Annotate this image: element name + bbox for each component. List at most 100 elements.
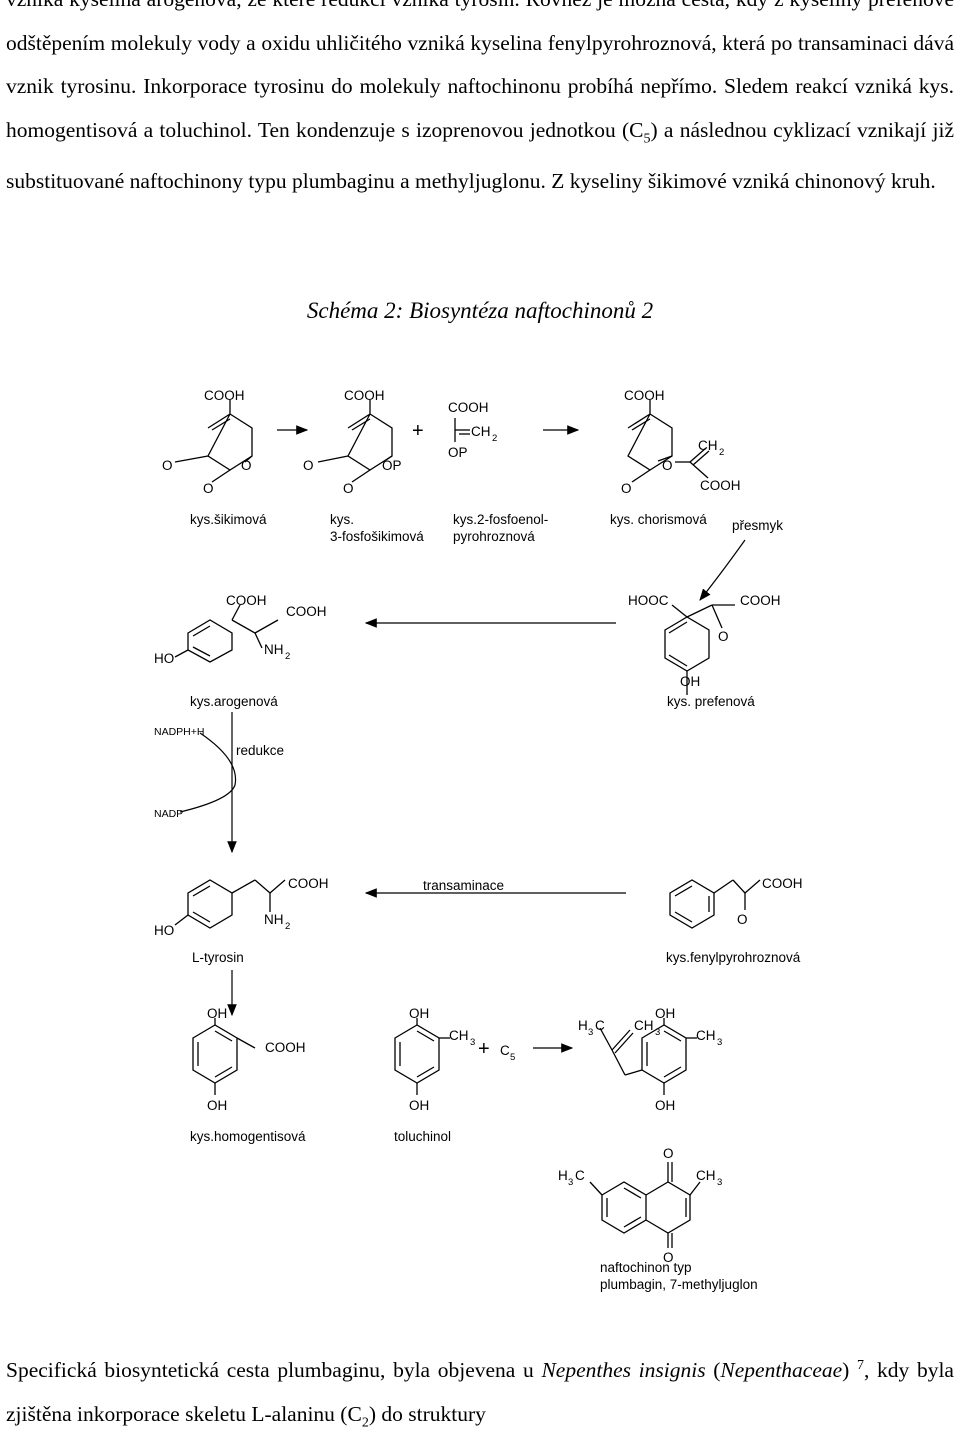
phe-name: kys.fenylpyrohroznová xyxy=(666,950,801,965)
psh-cooh: COOH xyxy=(344,388,385,403)
nq-name-1: naftochinon typ xyxy=(600,1260,692,1275)
pep-structure: COOH CH 2 OP kys.2-fosfoenol- pyrohrozno… xyxy=(448,400,548,544)
bottom-text-3: ) do struktury xyxy=(368,1402,486,1427)
chor-o2: O xyxy=(621,481,632,496)
tq-ch-sub: 3 xyxy=(470,1037,475,1048)
prephenic-structure: HOOC COOH O OH kys. prefenová xyxy=(628,593,781,709)
nq-o1: O xyxy=(663,1146,674,1161)
reference-number: 7 xyxy=(857,1358,864,1373)
aro-nh: NH xyxy=(264,642,284,657)
scheme-caption: Schéma 2: Biosyntéza naftochinonů 2 xyxy=(306,298,654,323)
hga-oh2: OH xyxy=(207,1098,227,1113)
hga-name: kys.homogentisová xyxy=(190,1129,306,1144)
reduction-label: redukce xyxy=(236,743,284,758)
pq-ch2: CH xyxy=(634,1018,654,1033)
tq-ch: CH xyxy=(449,1028,469,1043)
pre-name: kys. prefenová xyxy=(667,694,755,709)
bottom-text-1: Specifická biosyntetická cesta plumbagin… xyxy=(6,1358,542,1383)
aro-name: kys.arogenová xyxy=(190,694,278,709)
c5-sub: 5 xyxy=(510,1052,515,1063)
psh-name-2: 3-fosfošikimová xyxy=(330,529,424,544)
genus-name: Nepenthes insignis xyxy=(541,1358,706,1383)
arrow-rearrangement xyxy=(699,539,746,601)
nq-ch: CH xyxy=(696,1168,716,1183)
phe-cooh: COOH xyxy=(762,876,803,891)
pq-ch-sub: 3 xyxy=(717,1037,722,1048)
pq-ch: CH xyxy=(696,1028,716,1043)
phosphoshikimic-structure: COOH O OP O kys. 3-fosfošikimová xyxy=(303,388,424,544)
arogenic-structure: COOH COOH HO NH 2 kys.arogenová xyxy=(154,593,327,709)
pre-cooh: COOH xyxy=(740,593,781,608)
bottom-open: ( xyxy=(705,1358,721,1383)
pep-name-2: pyrohroznová xyxy=(453,529,535,544)
chor-ch-sub: 2 xyxy=(719,447,724,458)
nq-c: C xyxy=(575,1168,585,1183)
nadph-label: NADPH+H xyxy=(154,726,204,738)
pep-name-1: kys.2-fosfoenol- xyxy=(453,512,548,527)
aro-cooh: COOH xyxy=(226,593,267,608)
prenyl-quinol-structure: OH CH 3 H 3 C CH 3 OH xyxy=(578,1006,722,1113)
chor-ch: CH xyxy=(698,438,718,453)
pq-oh2: OH xyxy=(655,1098,675,1113)
family-name: Nepenthaceae xyxy=(720,1358,843,1383)
pq-h: H xyxy=(578,1018,588,1033)
c5-label: C xyxy=(500,1043,510,1058)
transamination-label: transaminace xyxy=(423,878,504,893)
toluquinol-structure: OH CH 3 OH toluchinol xyxy=(394,1006,475,1144)
nq-h-sub: 3 xyxy=(568,1177,573,1188)
pre-o: O xyxy=(718,629,729,644)
tyr-nh: NH xyxy=(264,912,284,927)
pq-h-sub: 3 xyxy=(588,1027,593,1038)
nq-o2: O xyxy=(663,1250,674,1265)
tyrosine-structure: COOH HO NH 2 L-tyrosin xyxy=(154,876,329,965)
pep-ch-sub: 2 xyxy=(492,433,497,444)
pq-oh1: OH xyxy=(655,1006,675,1021)
shikimic-o3: O xyxy=(203,481,214,496)
bottom-subscript: 2 xyxy=(361,1415,369,1431)
pre-hooc: HOOC xyxy=(628,593,669,608)
pep-op: OP xyxy=(448,445,468,460)
phenylpyruvic-structure: COOH O kys.fenylpyrohroznová xyxy=(666,876,803,965)
reduction-curve xyxy=(179,732,237,813)
pep-ch: CH xyxy=(471,424,491,439)
tq-oh1: OH xyxy=(409,1006,429,1021)
chorismic-structure: COOH O O CH 2 COOH kys. chorismová xyxy=(610,388,741,527)
intro-text-2: ) a následnou cyklizací vznikají již sub… xyxy=(6,117,954,194)
intro-paragraph: vzniká kyselina arogenová, ze které redu… xyxy=(6,0,954,204)
hga-cooh: COOH xyxy=(265,1040,306,1055)
aro-ho: HO xyxy=(154,651,174,666)
phe-o: O xyxy=(737,912,748,927)
bottom-paragraph: Specifická biosyntetická cesta plumbagin… xyxy=(6,1344,954,1445)
homogentisic-structure: OH COOH OH kys.homogentisová xyxy=(190,1006,306,1144)
bottom-text-2: , kdy byla zjištěna inkorporace skeletu … xyxy=(6,1358,954,1427)
aro-cooh2: COOH xyxy=(286,604,327,619)
nq-h: H xyxy=(558,1168,568,1183)
psh-o1: O xyxy=(303,458,314,473)
pre-oh: OH xyxy=(680,674,700,689)
nq-ch-sub: 3 xyxy=(717,1177,722,1188)
tyr-name: L-tyrosin xyxy=(192,950,244,965)
tyr-cooh: COOH xyxy=(288,876,329,891)
pq-ch2-sub: 3 xyxy=(655,1027,660,1038)
intro-subscript: 5 xyxy=(643,130,651,146)
psh-op: OP xyxy=(382,458,402,473)
aro-nh-sub: 2 xyxy=(285,651,290,662)
nadp-label: NADP xyxy=(154,808,183,820)
shikimic-name: kys.šikimová xyxy=(190,512,267,527)
chor-cooh: COOH xyxy=(624,388,665,403)
shikimic-acid-structure: COOH O O O kys.šikimová xyxy=(162,388,267,527)
chor-name: kys. chorismová xyxy=(610,512,707,527)
intro-text-1: vzniká kyselina arogenová, ze které redu… xyxy=(6,0,954,142)
psh-o3: O xyxy=(343,481,354,496)
bottom-close: ) xyxy=(842,1358,857,1383)
nq-name-2: plumbagin, 7-methyljuglon xyxy=(600,1277,758,1292)
tq-oh2: OH xyxy=(409,1098,429,1113)
pep-cooh: COOH xyxy=(448,400,489,415)
hga-oh1: OH xyxy=(207,1006,227,1021)
rearrangement-label: přesmyk xyxy=(732,518,783,533)
shikimic-o1: O xyxy=(162,458,173,473)
biosynthesis-scheme: COOH O O O kys.šikimová COOH O OP O kys.… xyxy=(154,388,803,1292)
shikimic-cooh: COOH xyxy=(204,388,245,403)
tq-name: toluchinol xyxy=(394,1129,451,1144)
shikimic-o2: O xyxy=(241,458,252,473)
